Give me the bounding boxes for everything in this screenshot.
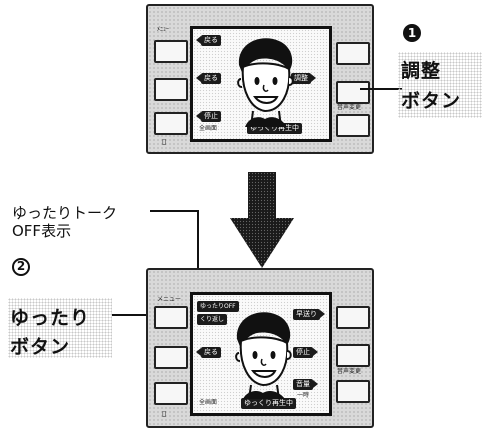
right-button-2b[interactable] <box>336 344 370 367</box>
adjust-button[interactable] <box>336 81 370 104</box>
menu-small-label: メニュー <box>157 296 182 303</box>
left-top-small-label: ﾒﾆｭｰ <box>157 26 170 33</box>
osd-back: 戻る <box>196 73 221 84</box>
slow-talk-button[interactable] <box>154 306 188 329</box>
right-small-label: 音声変更 <box>337 104 362 111</box>
character-face-icon-2 <box>235 312 292 399</box>
right-button-1b[interactable] <box>336 306 370 329</box>
slow-talk-off-label-line1: ゆったりトーク <box>12 204 118 222</box>
down-arrow-icon <box>230 172 294 268</box>
slow-talk-off-label-line2: OFF表示 <box>12 222 72 240</box>
off-indicator-line-v <box>197 210 199 288</box>
step2-callout-line1: ゆったり <box>10 307 91 329</box>
osd-volume: 音量 <box>293 379 318 390</box>
step2-callout <box>8 298 112 358</box>
off-indicator-line-h <box>150 210 198 212</box>
osd-slow-talk-off: ゆったりOFF <box>197 301 239 312</box>
right-small-label-2: 音声変更 <box>337 368 362 375</box>
right-button-1[interactable] <box>336 42 370 65</box>
left-button-2[interactable] <box>154 78 188 101</box>
device-step1: ﾒﾆｭｰ ▯ 音声変更 戻る 戻る 調整 停止 全画面 ゆっくり再生中 <box>146 4 374 154</box>
left-button-2b[interactable] <box>154 346 188 369</box>
left-button-3[interactable] <box>154 112 188 135</box>
right-button-3[interactable] <box>336 114 370 137</box>
osd-stop-2: 停止 <box>293 347 318 358</box>
osd-adjust: 調整 <box>291 73 316 84</box>
step1-badge: 1 <box>403 24 421 42</box>
right-button-3b[interactable] <box>336 380 370 403</box>
step1-callout-line2: ボタン <box>401 90 462 112</box>
step1-callout <box>398 52 482 118</box>
left-button-1[interactable] <box>154 40 188 63</box>
bottom-left-icon: ▯ <box>162 137 167 146</box>
left-button-3b[interactable] <box>154 382 188 405</box>
step2-callout-line2: ボタン <box>10 336 71 358</box>
osd-back-2: 戻る <box>196 347 221 358</box>
osd-volume-sub: 一時 <box>297 392 310 399</box>
osd-stop: 停止 <box>196 111 221 122</box>
osd-fullscreen-2: 全画面 <box>199 399 218 406</box>
character-face-icon <box>237 38 294 127</box>
callout-line-step2 <box>112 314 152 316</box>
osd-back-top: 戻る <box>196 35 221 46</box>
osd-fastforward: 早送り <box>293 309 325 320</box>
osd-status-2: ゆっくり再生中 <box>241 398 296 409</box>
bottom-left-icon-2: ▯ <box>162 409 167 418</box>
step1-callout-line1: 調整 <box>401 60 442 82</box>
callout-line-step1 <box>360 88 402 90</box>
screen-step2: ゆったりOFF くり返し 早送り 戻る 停止 音量 一時 全画面 ゆっくり再生中 <box>190 292 332 416</box>
osd-status: ゆっくり再生中 <box>247 123 302 134</box>
device-step2: メニュー ▯ 音声変更 ゆったりOFF くり返し 早送り 戻る 停止 音量 一時… <box>146 268 374 428</box>
osd-fullscreen: 全画面 <box>199 125 218 132</box>
screen-step1: 戻る 戻る 調整 停止 全画面 ゆっくり再生中 <box>190 26 332 142</box>
step2-badge: 2 <box>12 258 30 276</box>
osd-repeat: くり返し <box>197 314 228 325</box>
